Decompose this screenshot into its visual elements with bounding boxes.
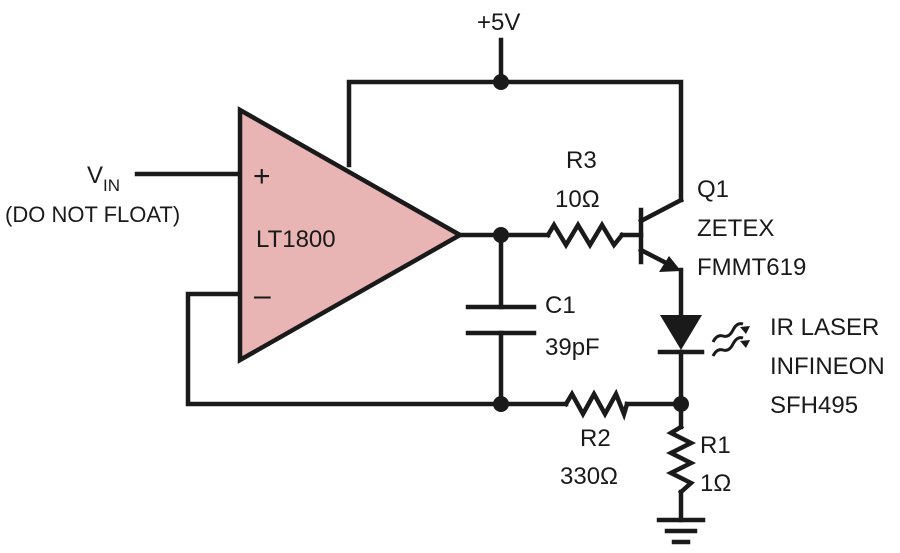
c1-value: 39pF [545,334,600,361]
laser-label-line2: INFINEON [770,353,885,380]
q1-maker: ZETEX [697,215,774,242]
opamp: LT1800 + – [237,106,465,364]
light-wave-2 [711,336,744,357]
q1-emitter-arrow [659,256,681,272]
opamp-plus-sign: + [253,160,271,193]
q1-part: FMMT619 [697,254,806,281]
q1-name: Q1 [697,176,729,203]
light-arrow-1 [740,326,750,334]
resistor-r1 [665,423,697,496]
vin-note: (DO NOT FLOAT) [5,202,180,227]
feedback-wire [185,291,569,407]
r1-name: R1 [700,432,731,459]
r3-name: R3 [566,147,597,174]
ground-icon [656,517,706,545]
wires [134,37,684,523]
r3-value: 10Ω [555,186,600,213]
light-emission-icon [711,322,750,357]
resistor-r3 [544,220,626,250]
r2-name: R2 [580,425,611,452]
laser-diode-triangle [660,315,702,350]
laser-diode [657,315,705,355]
r1-value: 1Ω [700,470,731,497]
junction-dot-supply [493,74,509,90]
q1-collector-lead [637,196,685,225]
junction-dot-feedback [493,396,509,412]
c1-name: C1 [545,292,576,319]
vin-label-sub: IN [103,176,120,195]
transistor-q1 [637,196,685,272]
light-wave-1 [711,322,744,343]
laser-label-line1: IR LASER [770,314,879,341]
junction-dot-output [493,227,509,243]
light-arrow-2 [740,340,750,348]
r2-value: 330Ω [560,463,618,490]
top-supply-rail [346,79,684,203]
junction-dot-sense [673,396,689,412]
opamp-minus-sign: – [254,279,271,312]
resistor-r2 [562,388,630,421]
opamp-triangle [237,106,465,364]
vin-label-main: V [87,162,103,189]
opamp-label: LT1800 [256,226,336,253]
laser-label-line3: SFH495 [770,392,858,419]
supply-label: +5V [477,9,520,36]
